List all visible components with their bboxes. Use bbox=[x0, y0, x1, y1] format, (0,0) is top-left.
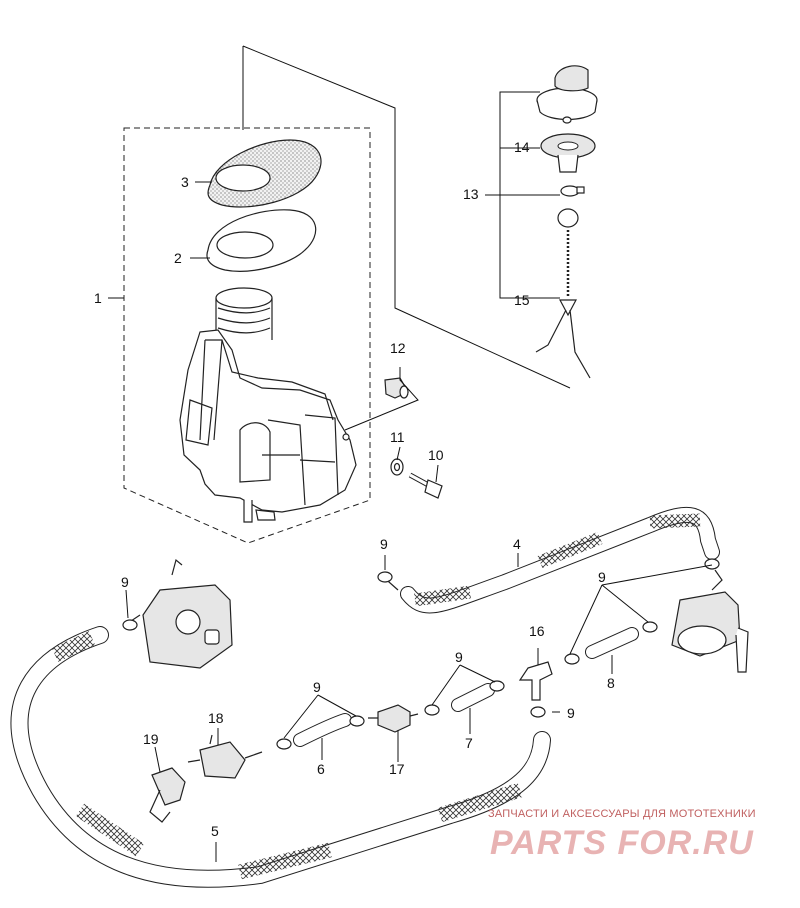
fuel-pump bbox=[124, 558, 233, 669]
rubber-bushing bbox=[384, 377, 409, 399]
callout-9b: 9 bbox=[121, 574, 129, 590]
callout-9e: 9 bbox=[313, 679, 321, 695]
callout-7: 7 bbox=[465, 735, 473, 751]
callout-2: 2 bbox=[174, 250, 182, 266]
fuel-filter bbox=[368, 704, 419, 733]
callout-1: 1 bbox=[94, 290, 102, 306]
callout-3: 3 bbox=[181, 174, 189, 190]
callout-12: 12 bbox=[390, 340, 406, 356]
cap-bracket bbox=[485, 91, 560, 299]
callout-13: 13 bbox=[463, 186, 479, 202]
callout-14: 14 bbox=[514, 139, 530, 155]
guide-line bbox=[242, 45, 571, 389]
tank-assembly-box bbox=[123, 127, 371, 544]
cap-chain bbox=[535, 208, 591, 379]
fuel-hose-4 bbox=[379, 506, 720, 614]
watermark-logo: PARTS FOR.RU bbox=[490, 824, 754, 862]
ignition-switch bbox=[149, 767, 186, 823]
fuel-cock bbox=[671, 569, 749, 673]
filter-sponge bbox=[207, 139, 322, 208]
fuel-hose-6 bbox=[293, 713, 352, 747]
callout-6: 6 bbox=[317, 761, 325, 777]
callout-8: 8 bbox=[607, 675, 615, 691]
callout-16: 16 bbox=[529, 623, 545, 639]
watermark-caption: ЗАПЧАСТИ И АКСЕССУАРЫ ДЛЯ МОТОТЕХНИКИ bbox=[488, 808, 756, 820]
bolt bbox=[408, 472, 443, 499]
callout-18: 18 bbox=[208, 710, 224, 726]
fuel-tank bbox=[179, 287, 357, 523]
callout-9c: 9 bbox=[598, 569, 606, 585]
callout-5: 5 bbox=[211, 823, 219, 839]
callout-17: 17 bbox=[389, 761, 405, 777]
callout-15: 15 bbox=[514, 292, 530, 308]
hose-clamp bbox=[122, 558, 720, 750]
tank-gasket bbox=[206, 209, 317, 272]
fuel-hose-7 bbox=[451, 683, 495, 712]
fuel-hose-5 bbox=[10, 626, 551, 888]
callout-19: 19 bbox=[143, 731, 159, 747]
fuel-valve bbox=[187, 734, 263, 779]
callout-9a: 9 bbox=[380, 536, 388, 552]
callout-4: 4 bbox=[513, 536, 521, 552]
callout-11: 11 bbox=[390, 429, 405, 445]
fuel-hose-8 bbox=[585, 627, 639, 659]
cap-seal bbox=[540, 133, 596, 173]
callout-9f: 9 bbox=[567, 705, 575, 721]
callout-10: 10 bbox=[428, 447, 444, 463]
cap-clip bbox=[560, 185, 585, 197]
washer bbox=[390, 458, 404, 476]
leader-lines bbox=[108, 181, 713, 862]
tee-joint bbox=[518, 661, 553, 701]
fuel-cap bbox=[536, 65, 598, 124]
callout-9d: 9 bbox=[455, 649, 463, 665]
